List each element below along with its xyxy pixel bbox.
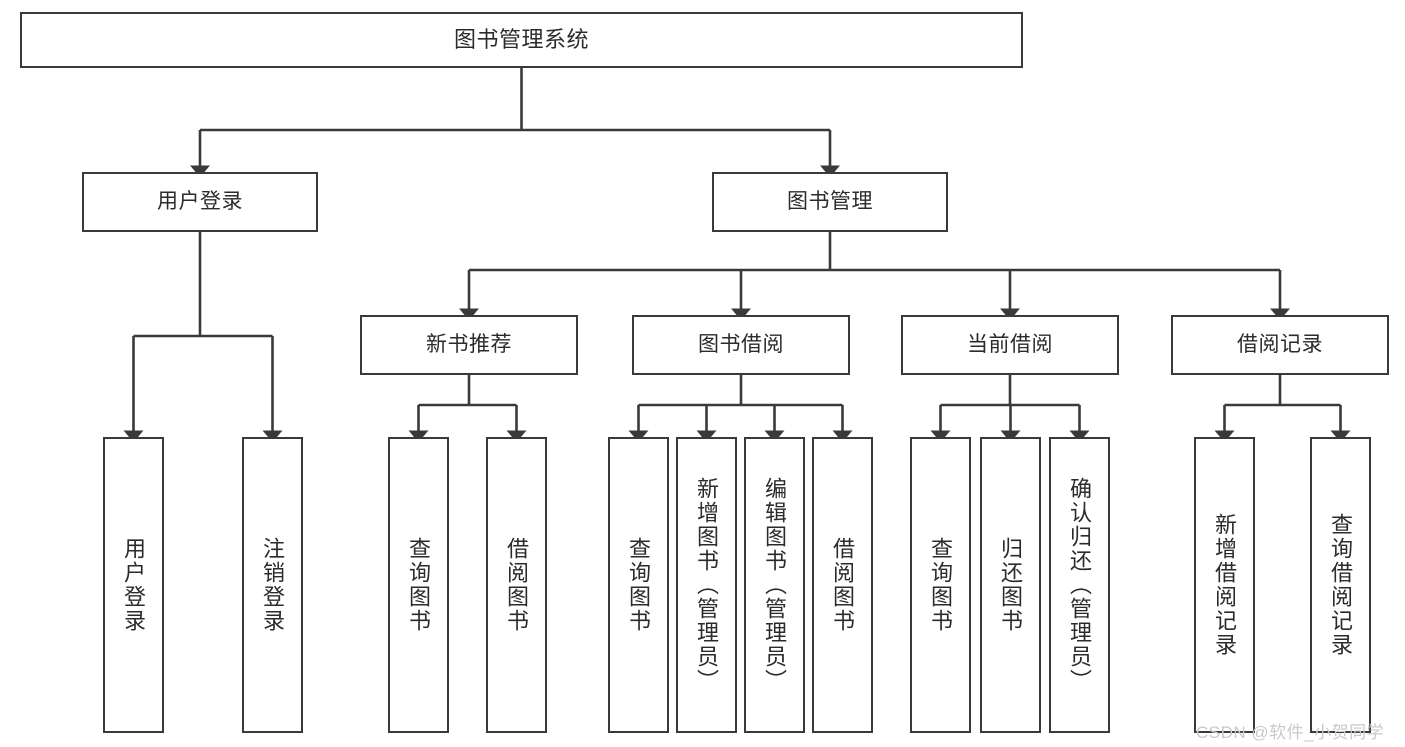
node-book-management-system[interactable]: 图书管理系统 — [20, 12, 1023, 68]
node-label: 新增借阅记录 — [1212, 513, 1238, 657]
leaf-user-login[interactable]: 用户登录 — [103, 437, 164, 733]
node-label: 用户登录 — [121, 537, 147, 633]
leaf-logout[interactable]: 注销登录 — [242, 437, 303, 733]
node-label: 查询图书 — [928, 537, 954, 633]
node-label: 借阅图书 — [830, 537, 856, 633]
node-book-management[interactable]: 图书管理 — [712, 172, 948, 232]
node-label: 查询图书 — [406, 537, 432, 633]
node-label: 查询借阅记录 — [1328, 513, 1354, 657]
node-label: 编辑图书（管理员） — [762, 477, 788, 693]
leaf-add-borrowing-record[interactable]: 新增借阅记录 — [1194, 437, 1255, 733]
node-label: 确认归还（管理员） — [1067, 477, 1093, 693]
node-label: 当前借阅 — [967, 332, 1053, 356]
node-label: 借阅记录 — [1237, 332, 1323, 356]
node-label: 借阅图书 — [504, 537, 530, 633]
leaf-add-book-admin[interactable]: 新增图书（管理员） — [676, 437, 737, 733]
node-new-book-recommendation[interactable]: 新书推荐 — [360, 315, 578, 375]
node-label: 图书借阅 — [698, 332, 784, 356]
node-label: 新书推荐 — [426, 332, 512, 356]
node-current-borrowing[interactable]: 当前借阅 — [901, 315, 1119, 375]
node-borrowing-record[interactable]: 借阅记录 — [1171, 315, 1389, 375]
csdn-watermark: CSDN @软件_小贺同学 — [1196, 723, 1385, 742]
leaf-return-book[interactable]: 归还图书 — [980, 437, 1041, 733]
node-label: 图书管理 — [787, 189, 873, 213]
node-label: 图书管理系统 — [453, 27, 589, 53]
leaf-query-book-current[interactable]: 查询图书 — [910, 437, 971, 733]
node-label: 用户登录 — [157, 189, 243, 213]
leaf-query-book-recommendation[interactable]: 查询图书 — [388, 437, 449, 733]
leaf-confirm-return-admin[interactable]: 确认归还（管理员） — [1049, 437, 1110, 733]
node-label: 注销登录 — [260, 537, 286, 633]
leaf-query-book-borrowing[interactable]: 查询图书 — [608, 437, 669, 733]
leaf-query-borrowing-record[interactable]: 查询借阅记录 — [1310, 437, 1371, 733]
leaf-borrow-book-recommendation[interactable]: 借阅图书 — [486, 437, 547, 733]
node-label: 归还图书 — [998, 537, 1024, 633]
leaf-edit-book-admin[interactable]: 编辑图书（管理员） — [744, 437, 805, 733]
node-label: 新增图书（管理员） — [694, 477, 720, 693]
node-book-borrowing[interactable]: 图书借阅 — [632, 315, 850, 375]
node-user-login[interactable]: 用户登录 — [82, 172, 318, 232]
node-label: 查询图书 — [626, 537, 652, 633]
leaf-borrow-book-borrowing[interactable]: 借阅图书 — [812, 437, 873, 733]
